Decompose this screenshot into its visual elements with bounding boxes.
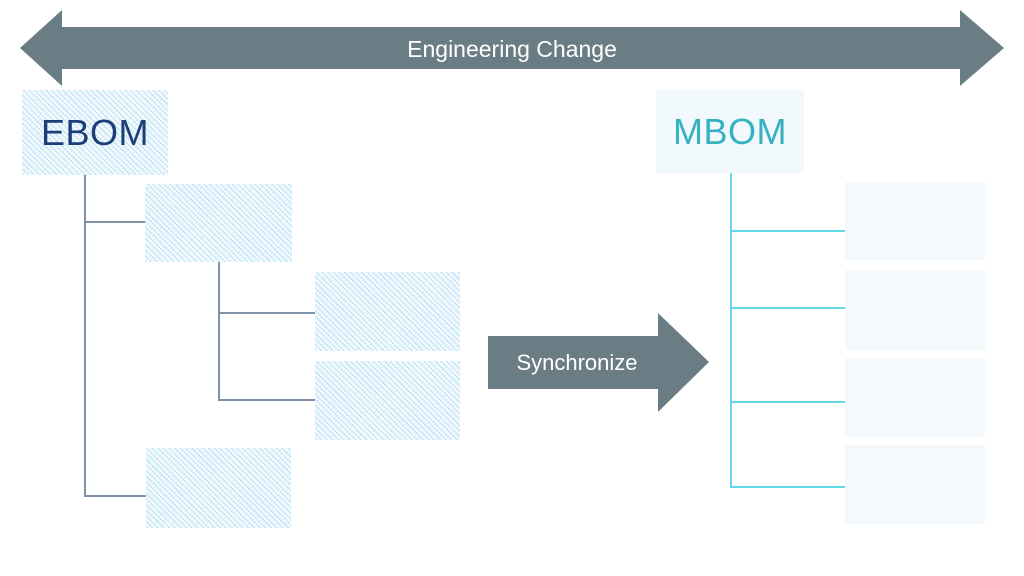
mbom-child-2-box	[845, 270, 985, 350]
mbom-child-3-box	[845, 358, 985, 437]
mbom-branch-line-1	[730, 230, 845, 232]
engineering-change-label: Engineering Change	[407, 36, 617, 62]
synchronize-arrow: Synchronize	[488, 313, 709, 412]
ebom-branch-line-1a	[219, 312, 315, 314]
mbom-branch-line-3	[730, 401, 845, 403]
ebom-child-2-box	[146, 448, 291, 528]
mbom-branch-line-2	[730, 307, 845, 309]
ebom-child-1-box	[145, 184, 292, 262]
mbom-branch-line-4	[730, 486, 845, 488]
engineering-change-arrow: Engineering Change	[20, 10, 1004, 86]
ebom-branch-line-1	[84, 221, 145, 223]
mbom-root-vertical-line	[730, 173, 732, 488]
ebom-child1-vertical-line	[218, 262, 220, 401]
mbom-child-4-box	[845, 445, 985, 524]
ebom-branch-line-2	[84, 495, 146, 497]
ebom-label: EBOM	[40, 111, 149, 153]
mbom-child-1-box	[845, 182, 985, 260]
ebom-branch-line-1b	[219, 399, 315, 401]
mbom-label: MBOM	[673, 110, 787, 152]
double-arrow-shape	[20, 10, 1004, 86]
right-arrow-shape	[488, 313, 709, 412]
ebom-grandchild-1-box	[315, 272, 460, 351]
ebom-grandchild-2-box	[315, 361, 460, 440]
ebom-root-box: EBOM	[22, 90, 168, 175]
mbom-root-box: MBOM	[656, 90, 804, 173]
synchronize-label: Synchronize	[516, 350, 637, 375]
ebom-root-vertical-line	[84, 175, 86, 497]
